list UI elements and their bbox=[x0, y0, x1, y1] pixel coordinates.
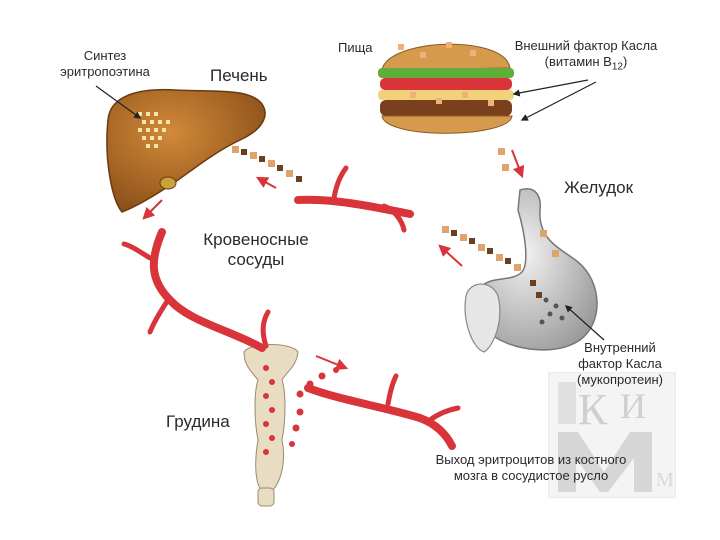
label-liver: Печень bbox=[210, 66, 268, 86]
vitamin-text: (витамин B bbox=[545, 54, 612, 69]
vitamin-subscript: 12 bbox=[612, 62, 623, 73]
vitamin-close: ) bbox=[623, 54, 627, 69]
label-erythrocyte-exit-line1: Выход эритроцитов из костного bbox=[406, 452, 656, 468]
label-blood-vessels-line2: сосуды bbox=[186, 250, 326, 270]
label-synthesis-line2: эритропоэтина bbox=[46, 64, 164, 80]
vitamin-flow-dots bbox=[232, 146, 559, 298]
label-synthesis-line1: Синтез bbox=[46, 48, 164, 64]
stomach-illustration bbox=[465, 189, 597, 352]
label-erythrocyte-exit: Выход эритроцитов из костного мозга в со… bbox=[406, 452, 656, 484]
erythrocyte-flow-dots bbox=[289, 367, 339, 447]
label-internal-factor: Внутренний фактор Касла (мукопротеин) bbox=[558, 340, 682, 388]
label-sternum: Грудина bbox=[166, 412, 230, 432]
label-external-factor-line1: Внешний фактор Касла bbox=[492, 38, 680, 54]
label-synthesis: Синтез эритропоэтина bbox=[46, 48, 164, 80]
logo-letter-k: К bbox=[578, 385, 608, 434]
logo-letter-i: И bbox=[620, 386, 646, 426]
label-stomach: Желудок bbox=[564, 178, 633, 198]
blood-vessels bbox=[124, 168, 458, 446]
label-blood-vessels-line1: Кровеносные bbox=[186, 230, 326, 250]
label-internal-factor-line2: фактор Касла bbox=[558, 356, 682, 372]
logo-letter-m: М bbox=[656, 469, 674, 491]
label-food: Пища bbox=[338, 40, 373, 56]
sternum-illustration bbox=[244, 345, 298, 507]
label-external-factor: Внешний фактор Касла (витамин B12) bbox=[492, 38, 680, 76]
label-internal-factor-line1: Внутренний bbox=[558, 340, 682, 356]
label-erythrocyte-exit-line2: мозга в сосудистое русло bbox=[406, 468, 656, 484]
label-blood-vessels: Кровеносные сосуды bbox=[186, 230, 326, 270]
label-internal-factor-line3: (мукопротеин) bbox=[558, 372, 682, 388]
label-external-factor-line2: (витамин B12) bbox=[492, 54, 680, 76]
